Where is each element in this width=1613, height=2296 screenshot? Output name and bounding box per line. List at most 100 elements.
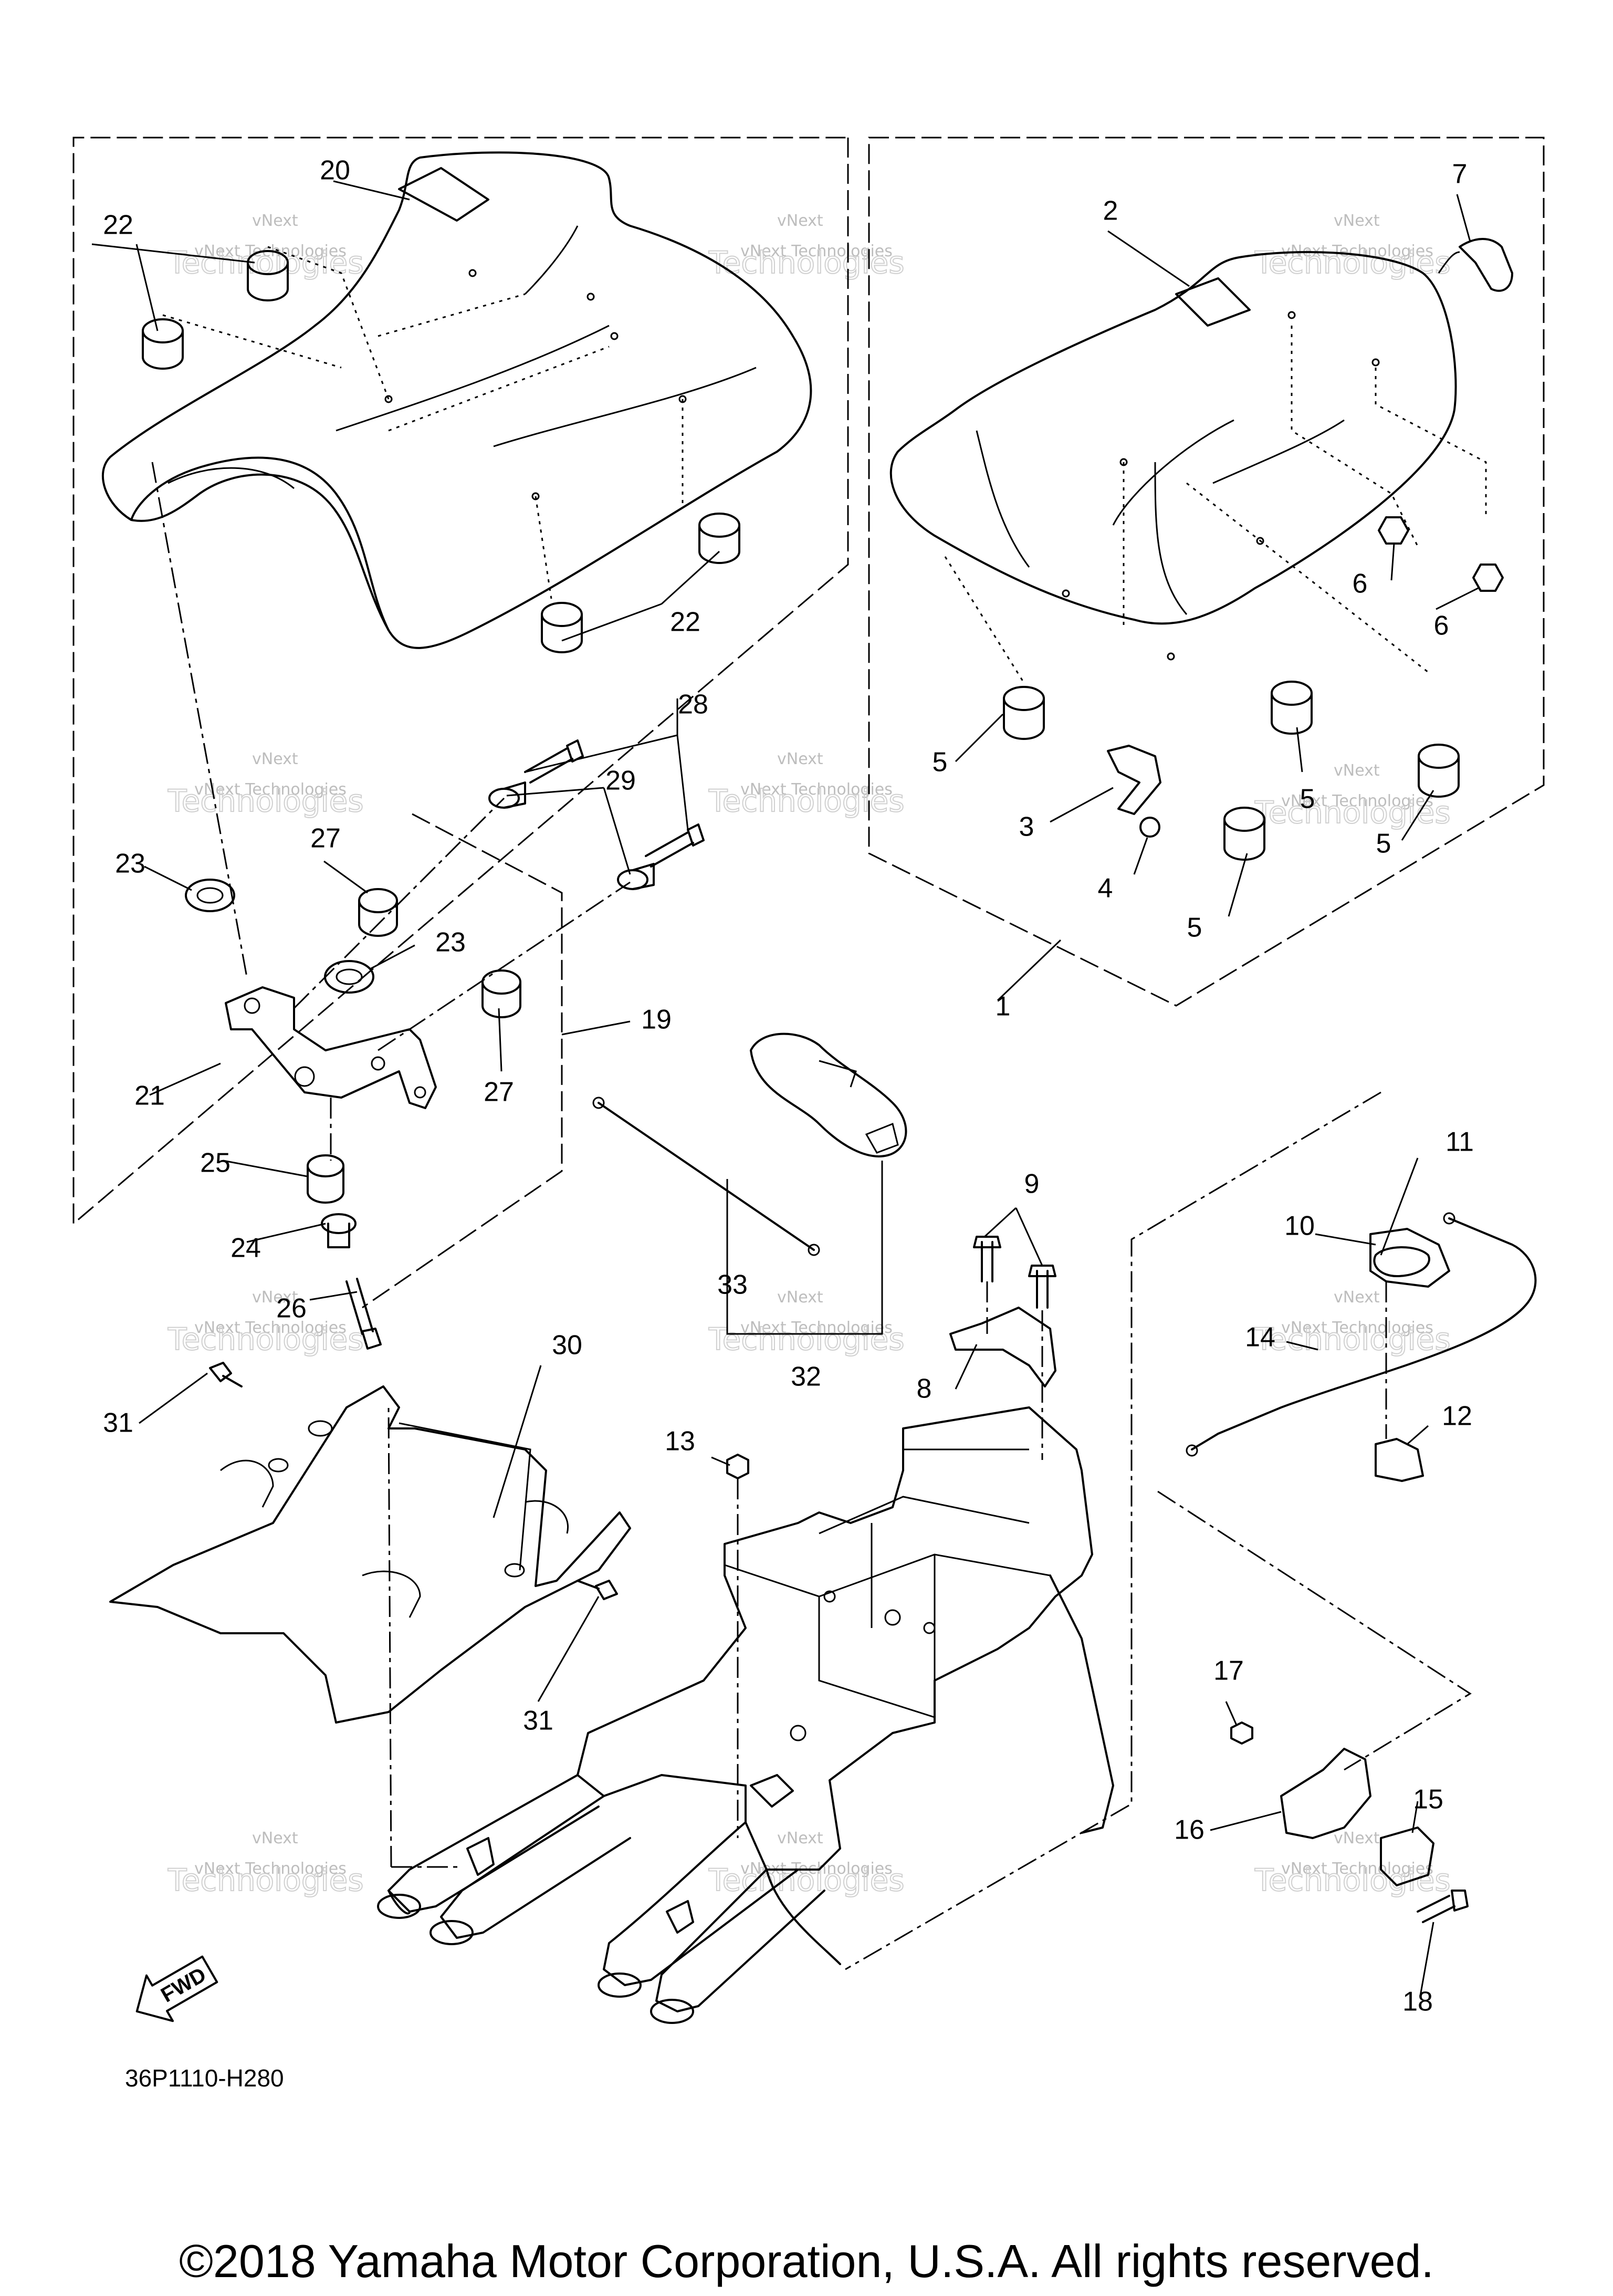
part-18-bolt <box>1417 1890 1469 1923</box>
callout-30: 30 <box>552 1330 582 1361</box>
callout-16: 16 <box>1174 1815 1204 1845</box>
part-22-dampers <box>142 250 740 653</box>
watermark-big-text: Technologies <box>1254 1862 1451 1898</box>
callout-5a: 5 <box>933 747 948 778</box>
watermark-2: vNext Technologies Technologies vNext <box>708 212 905 281</box>
part-11-plate <box>1373 1246 1430 1277</box>
part-28-bolts <box>524 739 705 868</box>
diagram-code: 36P1110-H280 <box>125 2064 284 2092</box>
watermark-wing-text: vNext <box>252 212 298 230</box>
callout-7: 7 <box>1452 159 1468 190</box>
callout-24: 24 <box>231 1233 261 1264</box>
watermark-small-text: vNext Technologies <box>194 780 347 799</box>
part-5-dampers <box>1003 681 1460 861</box>
callout-27a: 27 <box>310 823 341 854</box>
watermark-big-text: Technologies <box>1254 245 1451 280</box>
watermark-small-text: vNext Technologies <box>740 242 893 260</box>
part-6-nuts <box>1378 516 1504 592</box>
part-4-washer <box>1139 817 1160 838</box>
group-boundary-passenger-seat <box>868 137 1545 1007</box>
callout-5b: 5 <box>1300 784 1315 815</box>
watermark-wing-text: vNext <box>1334 1288 1380 1307</box>
callout-9: 9 <box>1024 1169 1040 1199</box>
watermark-3: vNext Technologies Technologies vNext <box>1254 212 1451 281</box>
callout-1: 1 <box>996 992 1011 1022</box>
part-16-bracket <box>1280 1748 1371 1839</box>
callout-13: 13 <box>665 1426 695 1457</box>
callout-32: 32 <box>791 1362 821 1392</box>
callout-17: 17 <box>1213 1656 1244 1686</box>
callout-6b: 6 <box>1434 611 1449 641</box>
part-17-nut <box>1230 1721 1253 1745</box>
callout-25: 25 <box>200 1148 231 1178</box>
part-20-label <box>398 167 489 222</box>
callout-12: 12 <box>1442 1401 1472 1432</box>
watermark-big-text: Technologies <box>167 1862 364 1898</box>
watermark-wing-text: vNext <box>777 750 823 768</box>
callout-2: 2 <box>1103 196 1118 226</box>
callouts: 1 2 3 4 5 5 5 5 6 6 7 8 9 10 11 12 13 14… <box>103 155 1474 2017</box>
watermark-small-text: vNext Technologies <box>1281 1319 1433 1337</box>
watermark-1: vNext Technologies Technologies vNext <box>167 212 364 281</box>
watermark-wing-text: vNext <box>777 1288 823 1307</box>
callout-23a: 23 <box>115 849 145 879</box>
watermark-wing-text: vNext <box>252 750 298 768</box>
part-31-bolts <box>209 1362 618 1600</box>
group-boundary-rider-seat <box>72 137 849 1226</box>
part-13-nut <box>726 1454 749 1479</box>
watermark-12: vNext Technologies Technologies vNext <box>1254 1829 1451 1898</box>
watermark-wing-text: vNext <box>1334 1829 1380 1848</box>
watermarks: vNext Technologies Technologies vNext vN… <box>167 212 1451 1898</box>
part-10-lock <box>1369 1228 1450 1288</box>
callout-21: 21 <box>134 1081 165 1111</box>
callout-22b: 22 <box>670 607 700 638</box>
watermark-big-text: Technologies <box>167 783 364 819</box>
callout-33: 33 <box>717 1270 748 1300</box>
watermark-small-text: vNext Technologies <box>1281 792 1433 810</box>
part-12-bracket <box>1375 1438 1424 1482</box>
callout-29: 29 <box>605 766 636 796</box>
watermark-wing-text: vNext <box>777 212 823 230</box>
watermark-11: vNext Technologies Technologies vNext <box>708 1829 905 1898</box>
callout-6a: 6 <box>1353 569 1368 599</box>
callout-11: 11 <box>1446 1127 1474 1157</box>
watermark-wing-text: vNext <box>1334 212 1380 230</box>
watermark-big-text: Technologies <box>167 1321 364 1357</box>
callout-18: 18 <box>1402 1987 1433 2017</box>
callout-19: 19 <box>641 1005 672 1035</box>
callout-31a: 31 <box>103 1408 133 1438</box>
part-25-damper <box>307 1154 344 1204</box>
callout-23b: 23 <box>435 927 466 958</box>
callout-5c: 5 <box>1376 829 1391 859</box>
group-boundary-bracket-19 <box>362 813 563 1309</box>
watermark-wing-text: vNext <box>1334 761 1380 780</box>
watermark-10: vNext Technologies Technologies vNext <box>167 1829 364 1898</box>
group-boundary-lock-assembly <box>845 1091 1381 1970</box>
part-32-strap <box>750 1032 907 1157</box>
watermark-big-text: Technologies <box>708 1862 905 1898</box>
watermark-9: vNext Technologies Technologies vNext <box>1254 1288 1451 1358</box>
callout-27b: 27 <box>484 1077 514 1108</box>
fwd-arrow-icon: FWD <box>135 1955 218 2022</box>
callout-26: 26 <box>276 1293 307 1324</box>
watermark-small-text: vNext Technologies <box>194 1860 347 1878</box>
callout-28: 28 <box>678 690 708 720</box>
part-15-lock <box>1380 1827 1434 1886</box>
part-24-collar <box>321 1213 357 1248</box>
watermark-wing-text: vNext <box>777 1829 823 1848</box>
part-27-dampers <box>358 888 521 1018</box>
watermark-wing-text: vNext <box>252 1288 298 1307</box>
callout-10: 10 <box>1284 1211 1315 1241</box>
part-30-frame <box>109 1385 631 1724</box>
watermark-big-text: Technologies <box>708 783 905 819</box>
leader-lines <box>91 180 1479 1996</box>
copyright-notice: ©2018 Yamaha Motor Corporation, U.S.A. A… <box>179 2235 1434 2287</box>
callout-31b: 31 <box>523 1706 553 1736</box>
watermark-small-text: vNext Technologies <box>194 1319 347 1337</box>
part-33-cable <box>592 1097 820 1256</box>
part-2-label <box>1175 277 1251 327</box>
watermark-wing-text: vNext <box>252 1829 298 1848</box>
part-23-grommets <box>185 879 374 994</box>
watermark-big-text: Technologies <box>1254 795 1451 830</box>
